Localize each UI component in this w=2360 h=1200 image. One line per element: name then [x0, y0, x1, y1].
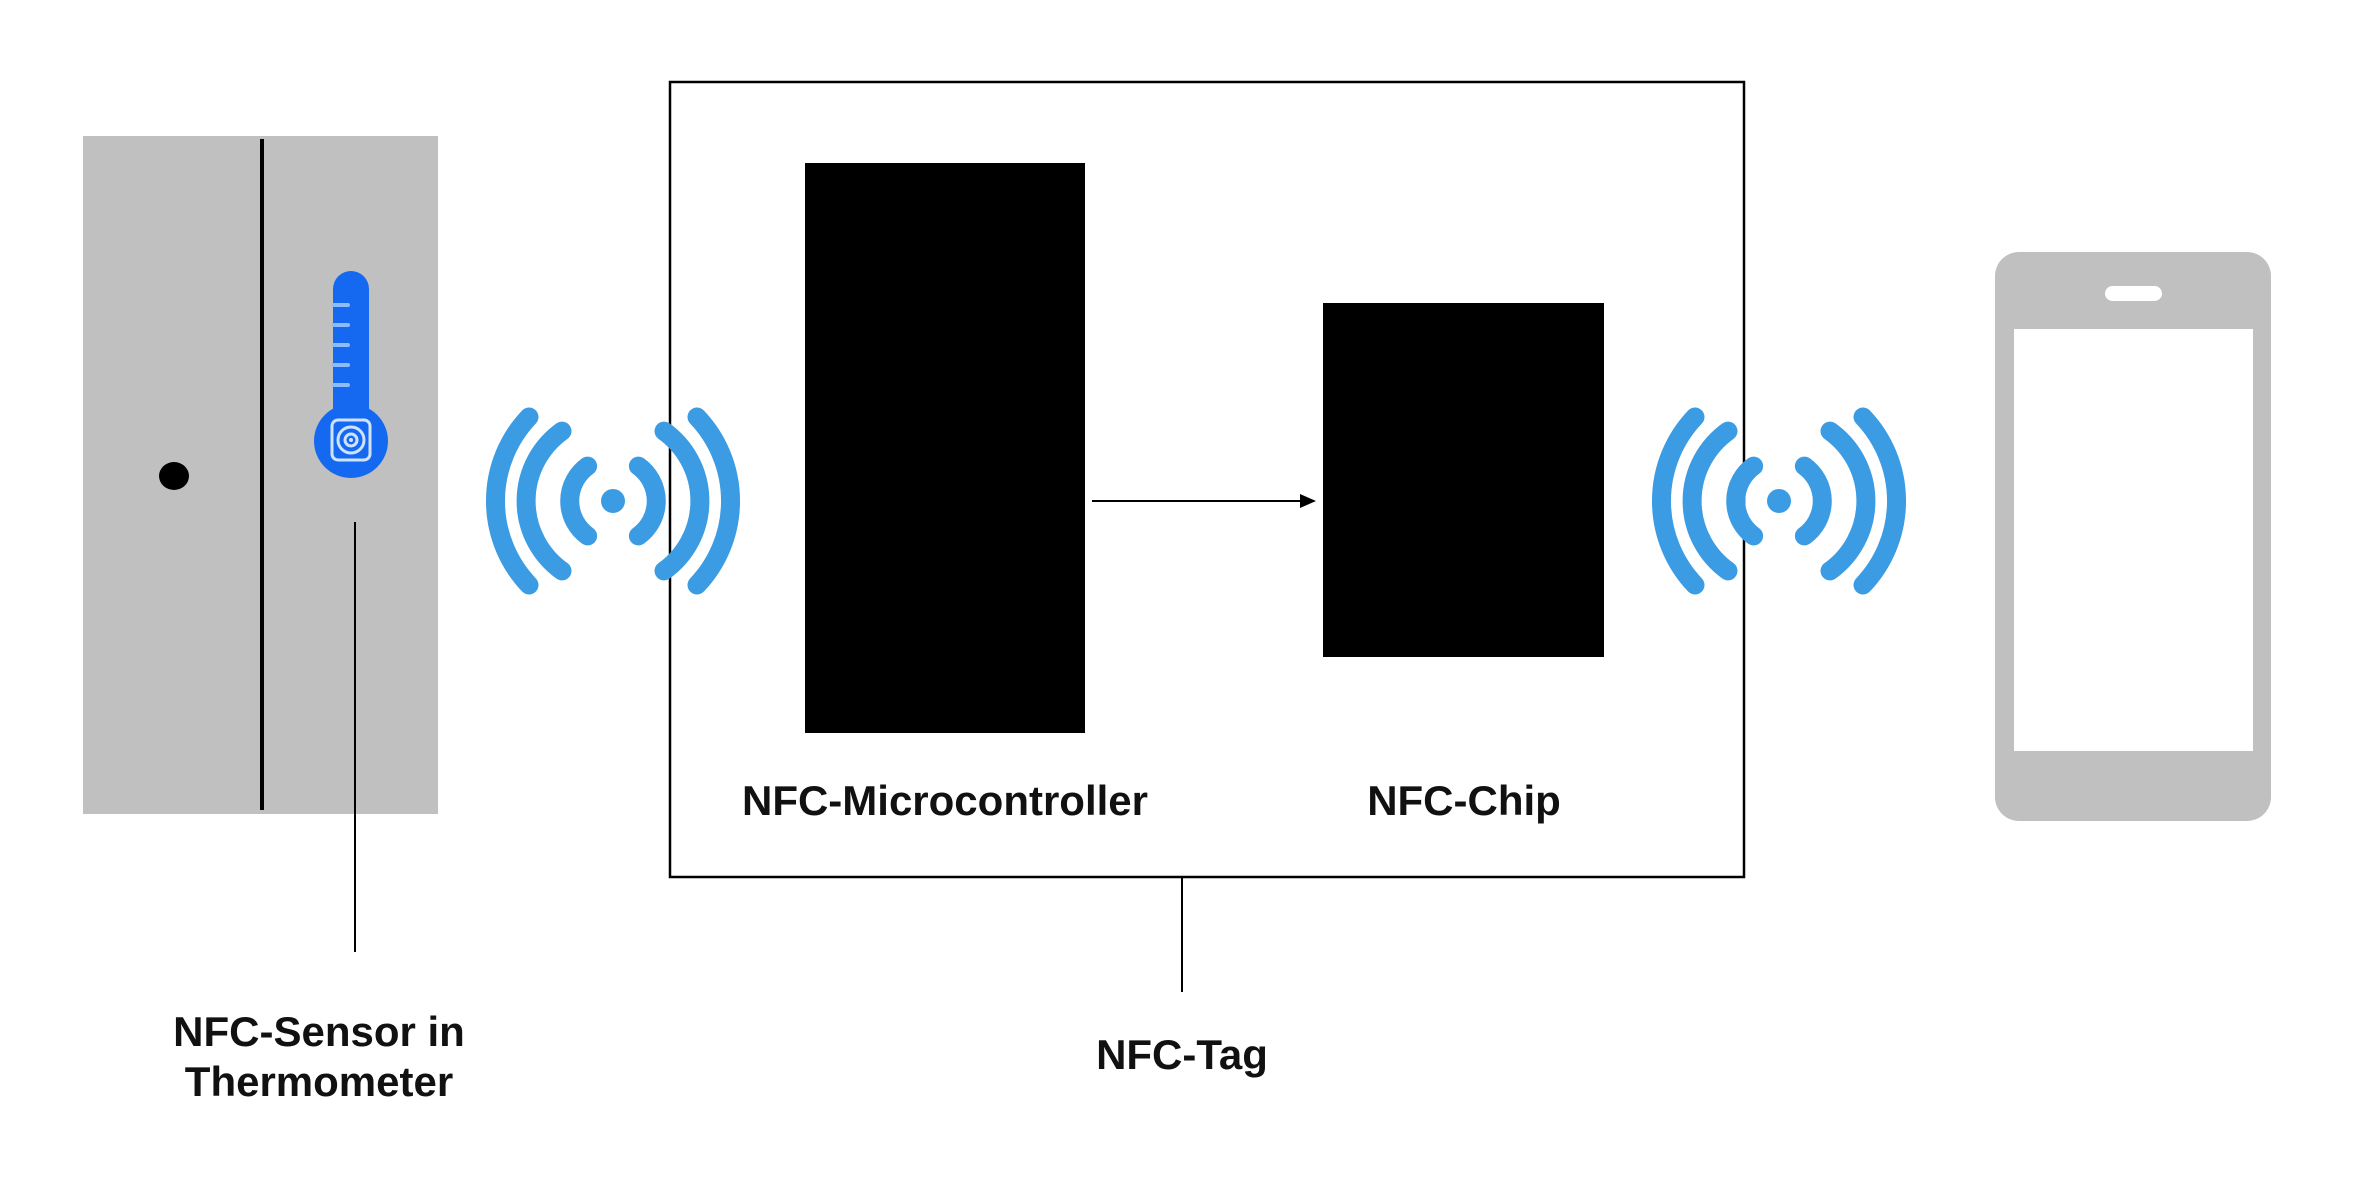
nfc-chip-label: NFC-Chip — [1367, 777, 1561, 824]
nfc-signal-icon-right — [1652, 407, 1906, 595]
thermometer-icon — [314, 271, 388, 478]
microcontroller-block — [805, 163, 1085, 733]
nfc-signal-icon-left — [486, 407, 740, 595]
sensor-label-line1: NFC-Sensor in — [173, 1008, 465, 1055]
device-dot — [159, 462, 189, 490]
smartphone-speaker — [2105, 286, 2162, 301]
microcontroller-label: NFC-Microcontroller — [742, 777, 1148, 824]
sensor-device — [83, 136, 438, 814]
smartphone-screen — [2014, 329, 2253, 751]
data-flow-arrow — [1092, 494, 1316, 508]
nfc-tag-label: NFC-Tag — [1096, 1031, 1268, 1078]
nfc-chip-block — [1323, 303, 1604, 657]
smartphone-icon — [1995, 252, 2271, 821]
sensor-label-line2: Thermometer — [185, 1058, 453, 1105]
